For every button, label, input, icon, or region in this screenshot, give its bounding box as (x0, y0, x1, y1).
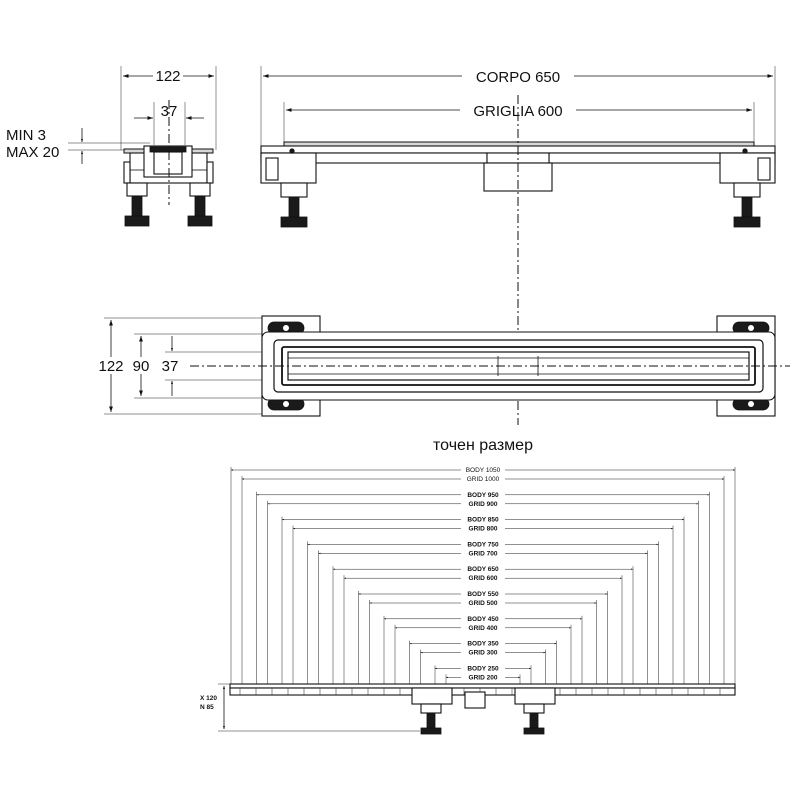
body-size-label: BODY 450 (467, 616, 499, 623)
body-size-label: BODY 750 (467, 541, 499, 548)
top-width-label-37: 37 (162, 358, 179, 375)
top-view: 122 90 37 (98, 315, 790, 417)
grid-size-label: GRID 600 (469, 575, 498, 582)
label-background (461, 637, 505, 654)
lower-drawing-title: точен размер (433, 437, 533, 454)
grid-size-label: GRID 700 (469, 550, 498, 557)
grid-size-label: GRID 400 (469, 625, 498, 632)
height-label-min: N 85 (200, 704, 214, 711)
label-background (461, 464, 505, 480)
grid-size-label: GRID 200 (469, 674, 498, 681)
grid-size-label: GRID 900 (469, 501, 498, 508)
height-label-max: X 120 (200, 695, 217, 702)
body-size-label: BODY 950 (467, 492, 499, 499)
grid-length-label: GRIGLIA 600 (473, 103, 562, 120)
front-view: CORPO 650 GRIGLIA 600 (260, 66, 776, 425)
top-width-label-90: 90 (133, 358, 150, 375)
side-inner-width-label: 37 (161, 103, 178, 120)
side-view: 122 37 MIN 3 MAX 20 (6, 66, 217, 227)
body-size-label: BODY 850 (467, 517, 499, 524)
min-height-label: MIN 3 (6, 127, 46, 144)
body-size-label: BODY 1050 (466, 467, 501, 474)
label-background (461, 662, 505, 679)
body-length-label: CORPO 650 (476, 69, 560, 86)
body-size-label: BODY 650 (467, 566, 499, 573)
label-background (461, 612, 505, 629)
max-height-label: MAX 20 (6, 144, 59, 161)
top-width-label-122: 122 (98, 358, 123, 375)
label-background (461, 588, 505, 604)
label-background (461, 538, 505, 555)
label-background (461, 563, 505, 580)
body-size-label: BODY 550 (467, 591, 499, 598)
label-background (461, 488, 505, 505)
body-size-label: BODY 350 (467, 641, 499, 648)
label-background (461, 513, 505, 530)
grid-size-label: GRID 800 (469, 526, 498, 533)
grid-size-label: GRID 300 (469, 650, 498, 657)
grid-size-label: GRID 500 (469, 600, 498, 607)
side-width-label: 122 (155, 68, 180, 85)
grid-size-label: GRID 1000 (467, 476, 500, 483)
body-size-label: BODY 250 (467, 665, 499, 672)
